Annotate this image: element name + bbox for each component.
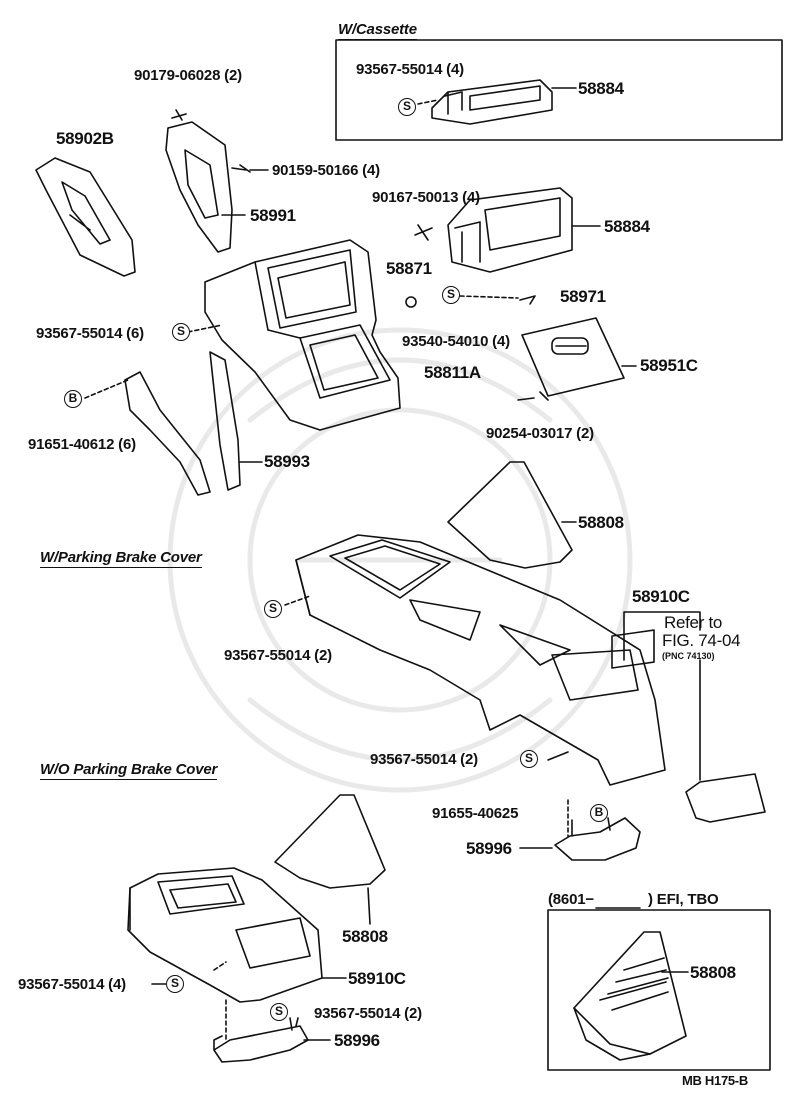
- efi-tbo-close: ) EFI, TBO: [648, 891, 719, 908]
- bracket-58991-drawing: [165, 121, 233, 253]
- console-58910c-long-drawing: [295, 534, 666, 786]
- reference-line-1: Refer to: [664, 613, 723, 632]
- part-label-91651-40612: 91651-40612 (6): [28, 436, 136, 453]
- part-label-58991: 58991: [250, 206, 296, 225]
- part-label-58811a: 58811A: [424, 363, 481, 382]
- part-label-58884-mid: 58884: [604, 217, 650, 236]
- part-label-58884-top: 58884: [578, 79, 624, 98]
- part-label-58996-b: 58996: [334, 1031, 380, 1050]
- shift-boot-upper-drawing: [447, 461, 573, 569]
- plug-58871-drawing: [405, 296, 417, 308]
- s-symbol-58996-b: S: [270, 1003, 288, 1021]
- part-label-58996-a: 58996: [466, 839, 512, 858]
- shift-boot-lower-drawing: [274, 794, 386, 889]
- part-label-58993: 58993: [264, 452, 310, 471]
- reference-line-2: FIG. 74-04: [662, 631, 741, 650]
- part-label-93567-55014-2b: 93567-55014 (2): [370, 751, 478, 768]
- section-title-no-parking-cover: W/O Parking Brake Cover: [40, 761, 218, 780]
- part-label-58910c-b: 58910C: [348, 969, 406, 988]
- cassette-section-box: [335, 39, 783, 141]
- s-symbol-58971: S: [442, 286, 460, 304]
- part-label-58871: 58871: [386, 259, 432, 278]
- part-label-93567-55014-6: 93567-55014 (6): [36, 325, 144, 342]
- part-label-58808-a: 58808: [578, 513, 624, 532]
- bracket-58996-upper-drawing: [554, 817, 641, 861]
- part-label-58808-b: 58808: [342, 927, 388, 946]
- section-title-parking-cover: W/Parking Brake Cover: [40, 549, 202, 568]
- part-label-90167-50013: 90167-50013 (4): [372, 189, 480, 206]
- part-label-90179-06028: 90179-06028 (2): [134, 67, 242, 84]
- part-label-93567-55014-2a: 93567-55014 (2): [224, 647, 332, 664]
- s-symbol-console: S: [172, 323, 190, 341]
- section-title-cassette: W/Cassette: [338, 21, 417, 40]
- part-label-91655-40625: 91655-40625: [432, 805, 519, 822]
- b-symbol-91655: B: [590, 804, 608, 822]
- part-label-90254-03017: 90254-03017 (2): [486, 425, 594, 442]
- part-label-58902b: 58902B: [56, 129, 114, 148]
- diagram-code: MB H175-B: [682, 1073, 748, 1088]
- reference-line-3: (PNC 74130): [662, 651, 715, 661]
- part-label-90159-50166: 90159-50166 (4): [272, 162, 380, 179]
- efi-tbo-section-box: [547, 909, 771, 1071]
- s-symbol-58996-a: S: [520, 750, 538, 768]
- cassette-holder-top-drawing: [417, 79, 577, 125]
- cassette-holder-mid-drawing: [414, 187, 601, 273]
- part-label-58971: 58971: [560, 287, 606, 306]
- s-symbol-short-console: S: [166, 975, 184, 993]
- b-symbol-91651: B: [64, 390, 82, 408]
- bracket-58996-lower-drawing: [213, 1017, 309, 1063]
- part-label-58951c: 58951C: [640, 356, 698, 375]
- s-symbol-top: S: [398, 98, 416, 116]
- console-58910c-short-drawing: [127, 867, 323, 1003]
- s-symbol-58910c: S: [264, 600, 282, 618]
- part-label-93540-54010: 93540-54010 (4): [402, 333, 510, 350]
- part-label-58910c-a: 58910C: [632, 587, 690, 606]
- part-label-93567-55014-4b: 93567-55014 (4): [18, 976, 126, 993]
- part-label-58808-c: 58808: [690, 963, 736, 982]
- console-58811a-drawing: [204, 239, 401, 431]
- part-label-93567-55014-top: 93567-55014 (4): [356, 61, 464, 78]
- shift-boot-efi-drawing: [573, 931, 689, 1061]
- cover-58951c-drawing: [517, 317, 637, 401]
- bracket-58993-drawing: [124, 351, 241, 496]
- efi-tbo-open: (8601−: [548, 891, 594, 908]
- ashtray-part-drawing: [685, 773, 766, 823]
- watermark-emblem: [167, 327, 633, 793]
- bracket-58902b-drawing: [35, 157, 136, 277]
- part-label-93567-55014-2c: 93567-55014 (2): [314, 1005, 422, 1022]
